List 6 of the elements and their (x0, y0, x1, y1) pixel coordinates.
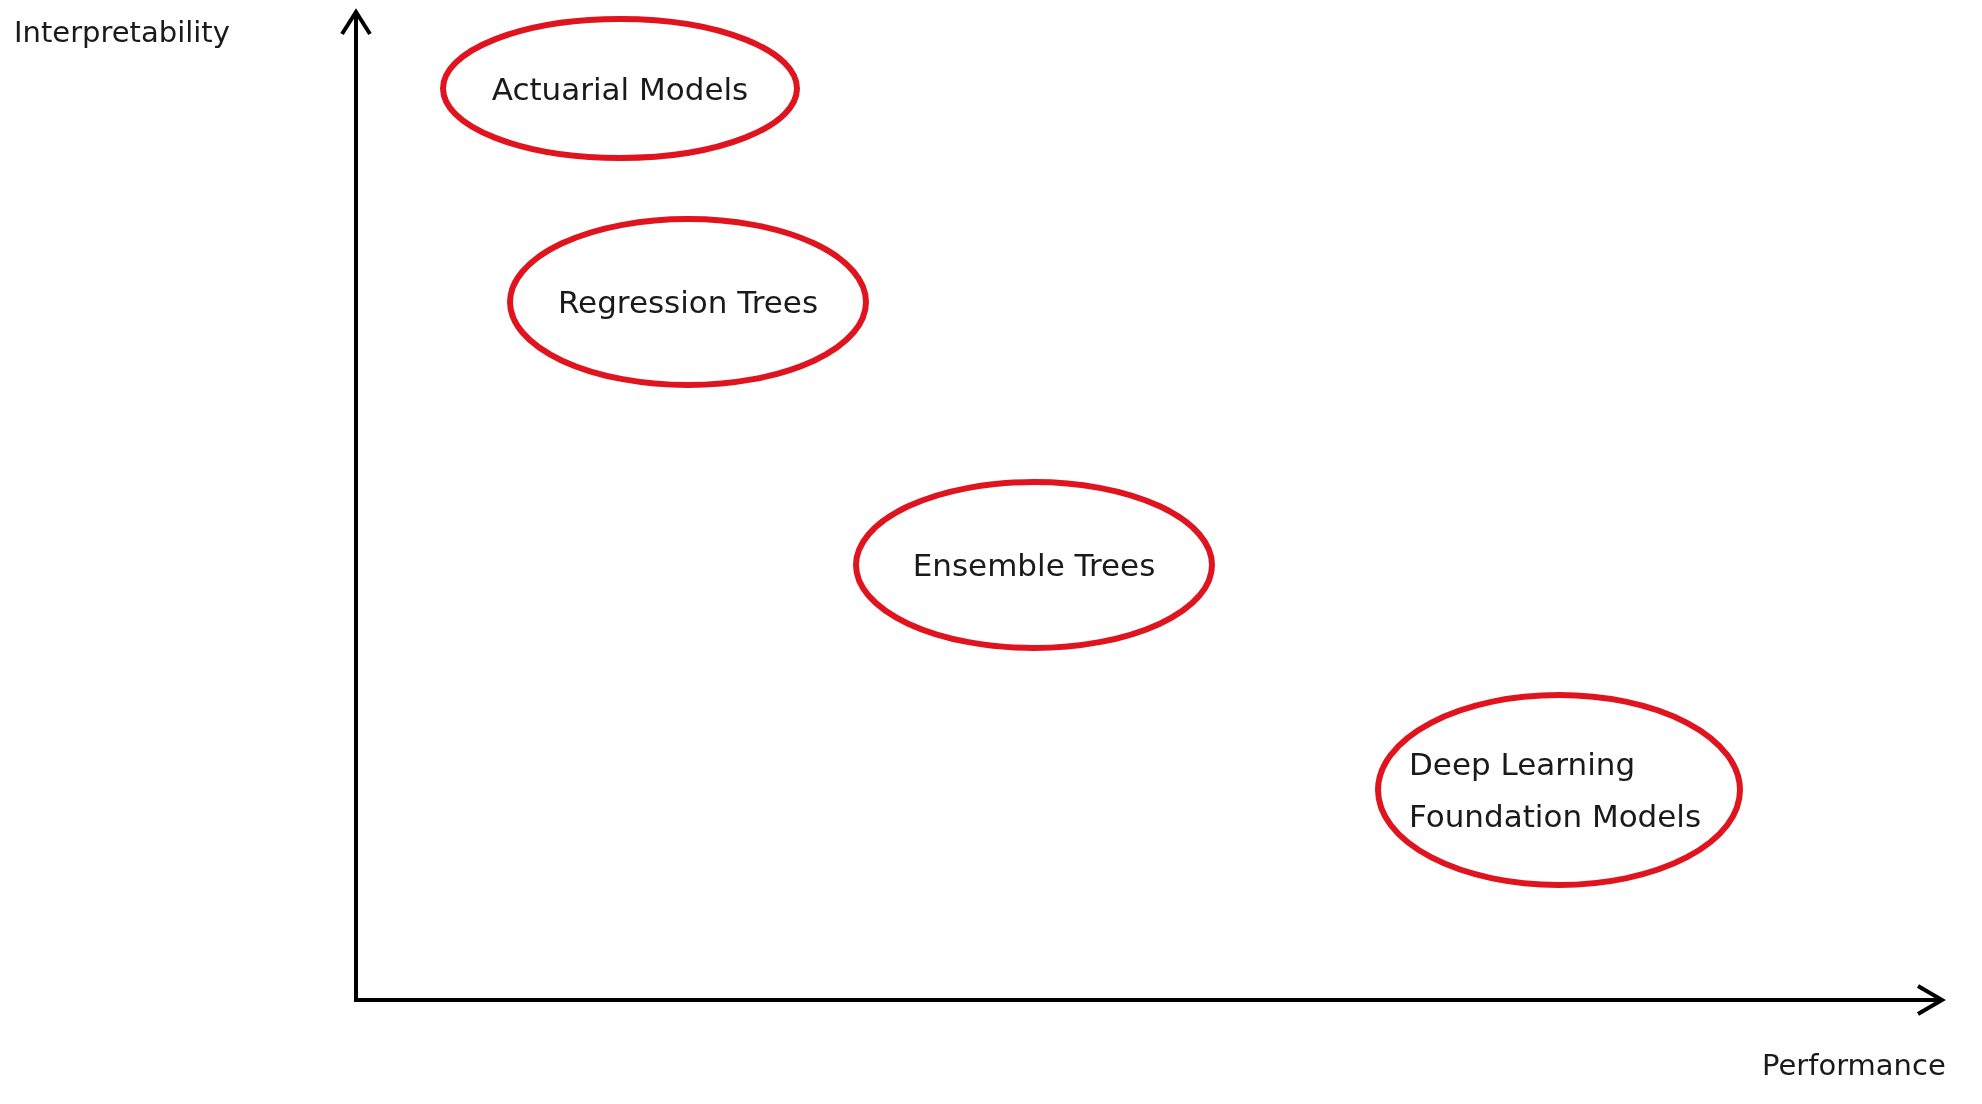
model-label: Actuarial Models (491, 70, 749, 107)
axis-title: Interpretability (14, 15, 230, 49)
model-label: Deep Learning Foundation Models (1409, 745, 1703, 836)
model-label: Regression Trees (557, 284, 819, 320)
model-label: Ensemble Trees (912, 547, 1156, 583)
axis-title: Performance (1762, 1048, 1946, 1082)
